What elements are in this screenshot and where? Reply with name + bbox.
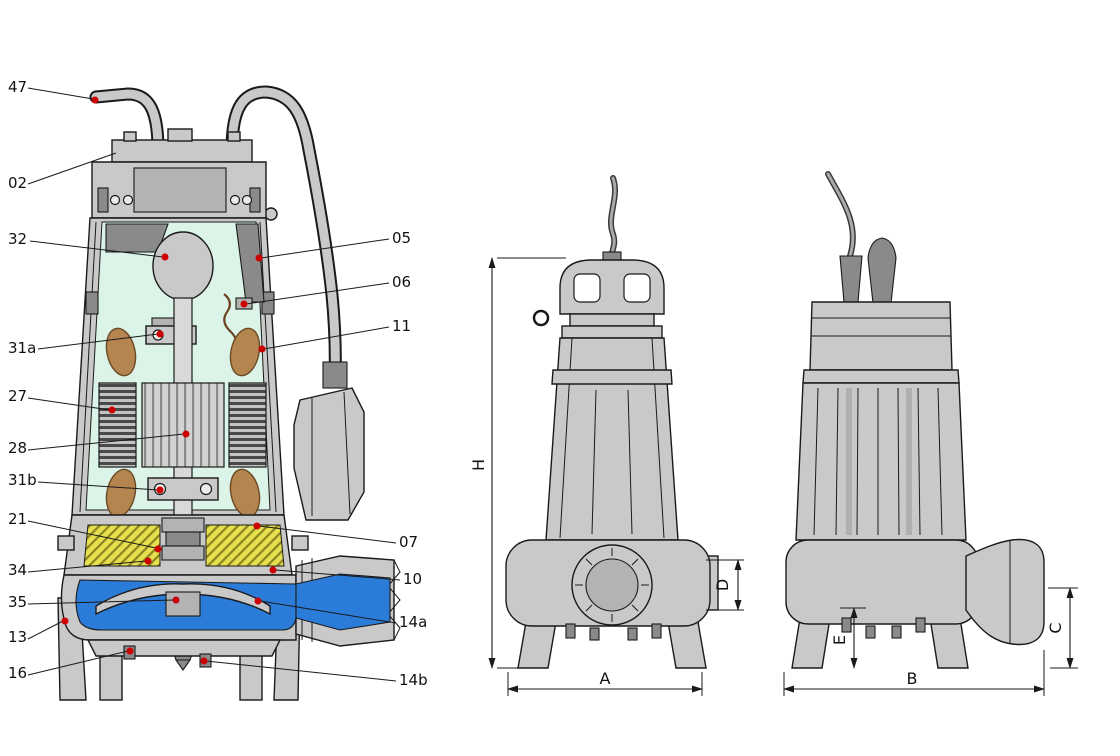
dimension-D: D: [706, 559, 744, 611]
dimension-A: A: [507, 669, 703, 696]
dim-label-B: B: [907, 669, 918, 688]
callout-31b: 31b: [8, 471, 164, 494]
callout-07: 07: [253, 522, 418, 551]
front-view: [505, 175, 719, 669]
oil-chamber: [57, 514, 309, 576]
callout-label-14b: 14b: [399, 671, 428, 689]
callout-label-21: 21: [8, 510, 27, 528]
side-view: [785, 171, 1045, 669]
dimension-E: E: [830, 607, 866, 669]
oil-fill-left: [83, 524, 161, 567]
callout-34: 34: [8, 557, 152, 579]
stator-core-right: [228, 382, 267, 468]
callout-10: 10: [269, 566, 422, 588]
mechanical-seal: [165, 531, 201, 547]
lower-bearing-assembly: [147, 477, 219, 501]
front-handle: [532, 259, 665, 327]
dim-label-E: E: [830, 635, 849, 645]
dimension-H: H: [469, 257, 566, 669]
callout-47: 47: [8, 78, 99, 104]
lifting-eye-hook: [532, 309, 550, 327]
callout-21: 21: [8, 510, 162, 553]
dimension-C: C: [1046, 587, 1078, 669]
water-passage-nozzle: [295, 573, 391, 631]
callout-32: 32: [8, 230, 169, 261]
callout-label-35: 35: [8, 593, 27, 611]
oil-fill-right: [205, 524, 285, 567]
callout-label-31a: 31a: [8, 339, 36, 357]
side-volute: [785, 538, 1045, 646]
dim-label-A: A: [600, 669, 611, 688]
callout-13: 13: [8, 617, 69, 646]
callout-16: 16: [8, 647, 134, 682]
callout-label-07: 07: [399, 533, 418, 551]
callout-label-02: 02: [8, 174, 27, 192]
callout-11: 11: [258, 317, 411, 353]
callout-label-16: 16: [8, 664, 27, 682]
side-discharge-bell: [965, 538, 1045, 646]
front-motor-body: [545, 313, 679, 541]
callout-label-10: 10: [403, 570, 422, 588]
dim-label-C: C: [1046, 622, 1065, 633]
callout-35: 35: [8, 593, 180, 611]
dimension-B: B: [783, 650, 1045, 696]
callout-14a: 14a: [254, 597, 427, 631]
callout-label-31b: 31b: [8, 471, 37, 489]
callout-label-47: 47: [8, 78, 27, 96]
side-legs: [791, 617, 969, 669]
callouts: 47 02 32 31a 27 28 31b 21: [8, 78, 428, 689]
callout-28: 28: [8, 430, 190, 457]
callout-label-06: 06: [392, 273, 411, 291]
callout-05: 05: [255, 229, 411, 262]
callout-label-27: 27: [8, 387, 27, 405]
suction-cover: [86, 639, 282, 668]
callout-label-13: 13: [8, 628, 27, 646]
terminal-housing: [91, 161, 267, 219]
hook-eyelet: [264, 207, 278, 221]
handle-tubes: [89, 85, 342, 389]
front-cable: [602, 175, 622, 267]
callout-27: 27: [8, 387, 116, 414]
callout-14b: 14b: [200, 657, 428, 689]
callout-label-32: 32: [8, 230, 27, 248]
float-switch: [293, 361, 365, 521]
cross-section-view: [57, 85, 401, 701]
callout-label-34: 34: [8, 561, 27, 579]
front-dimensions: H A D: [469, 257, 744, 696]
callout-02: 02: [8, 152, 117, 192]
callout-06: 06: [240, 273, 411, 308]
callout-label-14a: 14a: [399, 613, 427, 631]
callout-label-11: 11: [392, 317, 411, 335]
cooling-ribs: [813, 387, 943, 536]
side-dimensions: E B C: [783, 587, 1078, 696]
side-cable: [825, 171, 897, 313]
callout-label-05: 05: [392, 229, 411, 247]
pipe-break-line: [387, 559, 401, 641]
top-cover: [111, 128, 253, 163]
dim-label-H: H: [469, 459, 488, 471]
side-motor-body: [795, 301, 967, 541]
side-handle-grip: [867, 237, 897, 313]
dim-label-D: D: [713, 579, 732, 591]
front-legs: [517, 621, 707, 669]
stator-core-left: [98, 382, 137, 468]
front-volute: [505, 539, 719, 641]
motor-windings: [105, 327, 261, 518]
impeller: [95, 583, 271, 616]
impeller-hub: [165, 591, 201, 617]
callout-31a: 31a: [8, 330, 164, 357]
bearing-housing-cap: [152, 231, 214, 301]
callout-label-28: 28: [8, 439, 27, 457]
rotor-core: [141, 382, 225, 468]
